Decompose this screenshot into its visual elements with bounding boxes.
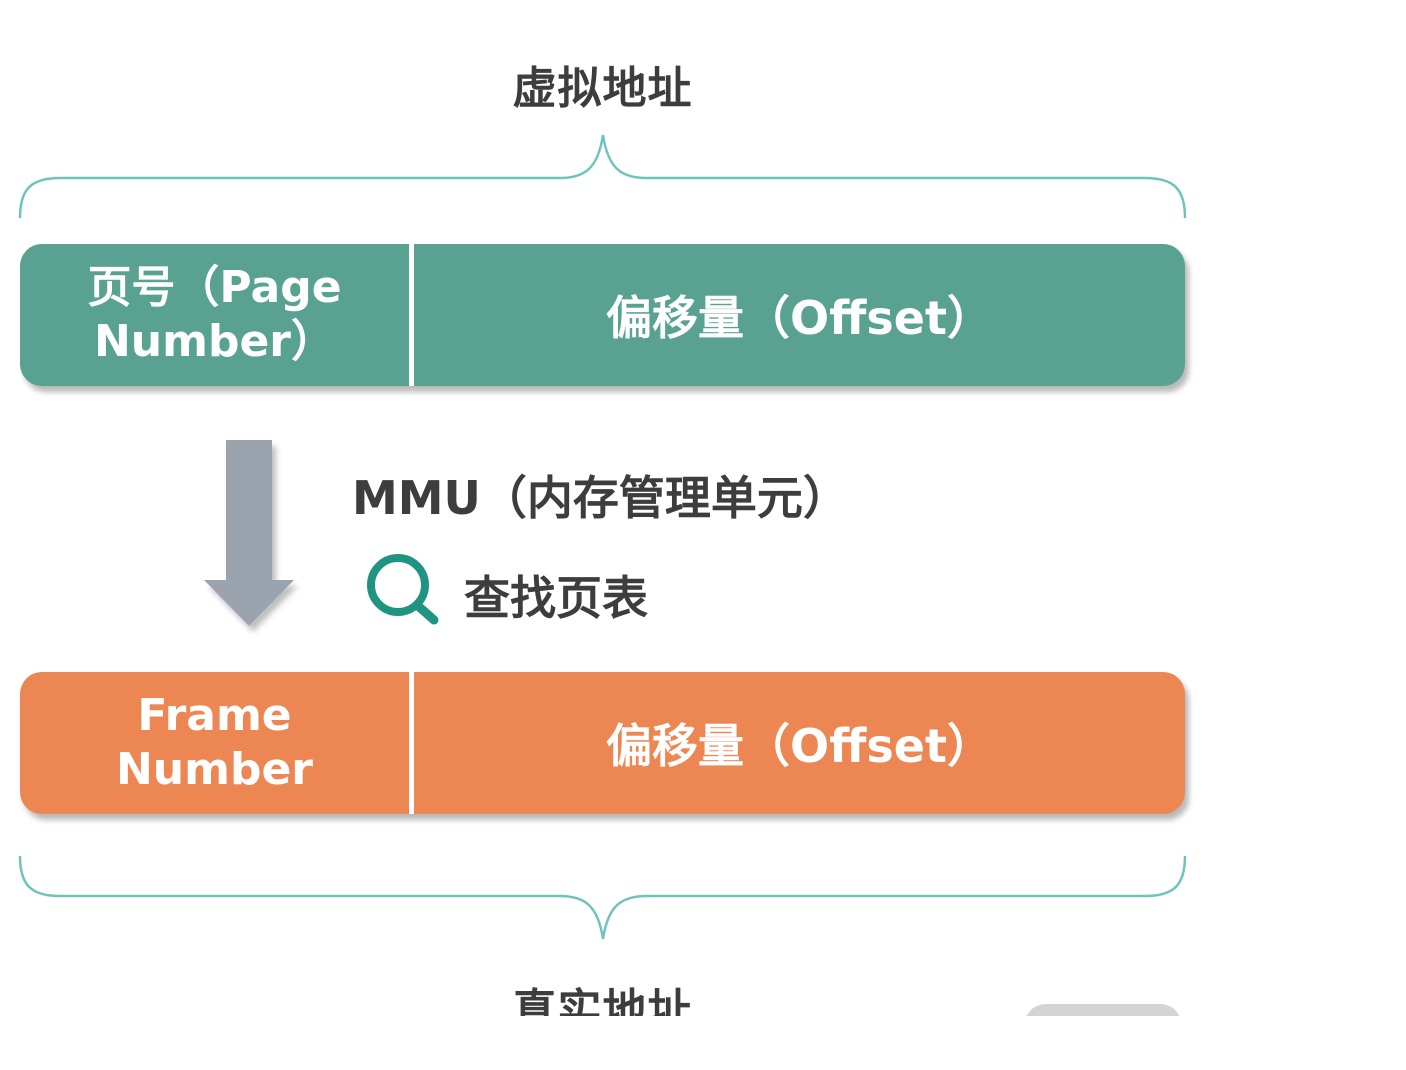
bottom-whitespace — [0, 1016, 1406, 1070]
page-number-label-line2: Number） — [93, 316, 336, 367]
bar-divider — [409, 672, 414, 814]
physical-address-bar: Frame Number 偏移量（Offset） — [20, 672, 1185, 814]
search-icon — [367, 554, 439, 625]
lookup-page-table-label: 查找页表 — [464, 571, 648, 625]
frame-number-label-line1: Frame — [137, 690, 292, 741]
frame-number-label-line2: Number — [115, 744, 314, 795]
virtual-address-title: 虚拟地址 — [512, 63, 693, 114]
virtual-offset-cell: 偏移量（Offset） — [606, 291, 993, 345]
physical-address-brace — [18, 855, 1187, 940]
page-number-cell: 页号（Page Number） — [20, 244, 409, 386]
bar-divider — [409, 244, 414, 386]
mmu-label: MMU（内存管理单元） — [352, 471, 849, 525]
virtual-address-bar: 页号（Page Number） 偏移量（Offset） — [20, 244, 1185, 386]
virtual-address-brace — [18, 134, 1187, 219]
down-arrow-icon — [204, 440, 294, 626]
frame-number-cell: Frame Number — [20, 672, 409, 814]
page-number-label-line1: 页号（Page — [87, 262, 342, 313]
physical-offset-cell: 偏移量（Offset） — [606, 719, 993, 773]
